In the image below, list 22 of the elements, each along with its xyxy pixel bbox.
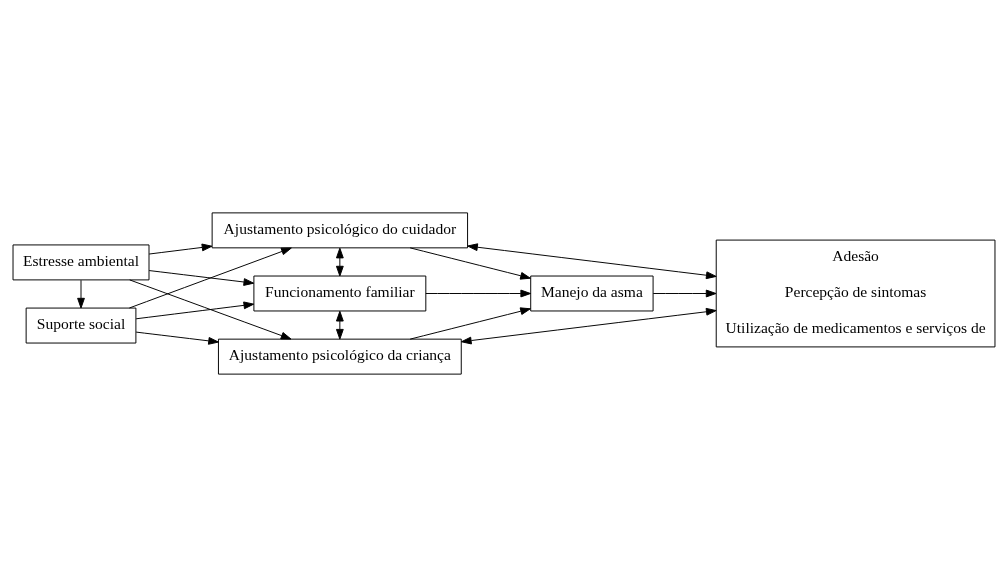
arrow <box>129 279 292 340</box>
arrow <box>335 310 344 340</box>
arrow <box>77 279 85 309</box>
arrow <box>135 301 255 320</box>
node-box: Adesão Percepção de sintomas Utilização de medicamentos e serviços de <box>715 239 996 348</box>
arrow <box>409 247 531 280</box>
arrow <box>460 307 717 345</box>
node-box: Ajustamento psicológico da criança <box>217 338 462 375</box>
arrow <box>652 289 717 298</box>
node-box: Ajustamento psicológico do cuidador <box>211 212 469 249</box>
arrow <box>409 307 531 340</box>
arrow <box>128 247 292 309</box>
arrow <box>335 247 344 277</box>
arrow <box>135 331 219 345</box>
node-box: Estresse ambiental <box>12 244 150 281</box>
arrow <box>425 289 532 298</box>
node-box: Manejo da asma <box>530 275 654 312</box>
node-box: Suporte social <box>25 307 137 344</box>
arrow <box>467 243 717 280</box>
arrow <box>148 243 213 255</box>
arrow <box>148 270 255 286</box>
node-box: Funcionamento familiar <box>253 275 427 312</box>
